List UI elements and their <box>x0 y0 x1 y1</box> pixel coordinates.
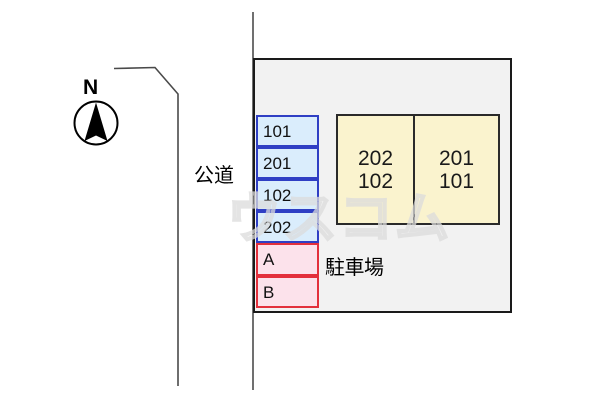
unit-cell-101: 101 <box>256 115 319 147</box>
public-road-label: 公道 <box>194 165 234 187</box>
parking-lot-label: 駐車場 <box>325 257 384 279</box>
building-unit-west: 202 102 <box>336 114 415 225</box>
compass-north-label: N <box>83 76 99 99</box>
building-unit-east: 201 101 <box>413 114 500 225</box>
parking-stall-b: B <box>256 276 319 308</box>
unit-cell-102: 102 <box>256 179 319 211</box>
unit-cell-label: 201 <box>263 153 292 173</box>
building-footprint: 202 102 201 101 <box>336 114 500 225</box>
unit-cell-label: 202 <box>263 217 292 237</box>
stall-label: A <box>263 250 275 269</box>
compass-needle-icon <box>84 102 108 141</box>
road-boundary-line <box>113 66 179 386</box>
unit-number: 101 <box>438 169 475 193</box>
unit-cell-label: 102 <box>263 185 292 205</box>
unit-number: 201 <box>438 146 475 170</box>
parking-stall-a: A <box>256 243 319 276</box>
unit-number: 102 <box>357 169 394 193</box>
unit-number: 202 <box>357 146 394 170</box>
unit-cell-201: 201 <box>256 147 319 179</box>
stall-label: B <box>263 282 275 302</box>
unit-cell-label: 101 <box>263 121 292 141</box>
unit-cell-202: 202 <box>256 211 319 243</box>
